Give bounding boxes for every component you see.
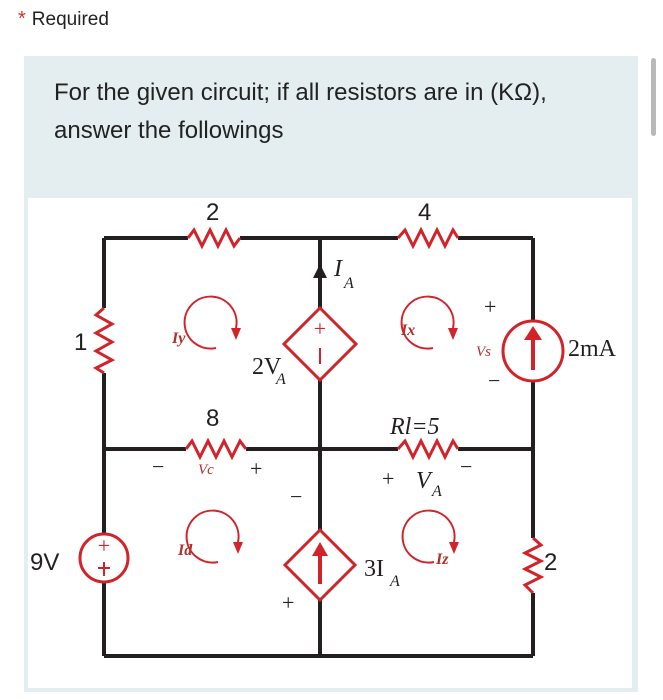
- va-subscript: A: [431, 483, 442, 500]
- mesh-label-id: Id: [177, 542, 193, 559]
- svg-text:+: +: [98, 533, 110, 558]
- required-indicator: *Required: [18, 8, 109, 31]
- mesh-arrowhead-id-icon: [233, 542, 243, 554]
- vs-minus-sign: −: [488, 368, 500, 393]
- resistor-label-bottom-right: 2: [544, 549, 557, 576]
- dep-current-plus-sign: +: [282, 590, 294, 615]
- vc-minus-sign: −: [152, 454, 164, 479]
- mesh-arrow-iy-icon: [183, 295, 238, 350]
- dep-current-minus-sign: −: [290, 484, 302, 509]
- circuit-diagram: + +: [28, 198, 632, 688]
- mesh-arrow-ix-icon: [400, 295, 455, 350]
- dependent-current-label: 3I: [364, 556, 384, 582]
- dependent-current-subscript: A: [389, 573, 400, 590]
- resistor-label-top-left: 2: [206, 199, 219, 226]
- resistor-top-right: [396, 226, 460, 250]
- resistor-label-top-right: 4: [418, 199, 431, 226]
- mesh-label-iy: Iy: [171, 330, 186, 347]
- voltage-source-label: 9V: [30, 549, 59, 576]
- resistor-bottom-right: [521, 536, 545, 595]
- vc-plus-sign: +: [250, 456, 262, 481]
- voltage-source-9v: +: [78, 532, 130, 584]
- question-card: For the given circuit; if all resistors …: [24, 56, 638, 692]
- resistor-label-left: 1: [74, 329, 87, 356]
- mesh-label-iz: Iz: [435, 551, 449, 568]
- ia-arrow-icon: [313, 264, 327, 278]
- mesh-label-ix: Ix: [400, 322, 415, 339]
- current-source-2ma: [501, 319, 565, 383]
- svg-text:+: +: [314, 316, 326, 341]
- ia-subscript: A: [343, 275, 354, 292]
- resistor-middle-left: [184, 437, 248, 461]
- mesh-arrowhead-iy-icon: [231, 328, 241, 340]
- vc-label: Vc: [198, 462, 214, 478]
- ia-label: I: [333, 256, 343, 282]
- resistor-label-middle-right: Rl=5: [389, 414, 440, 440]
- vs-plus-sign: +: [484, 294, 496, 319]
- scrollbar-thumb[interactable]: [651, 58, 656, 136]
- resistor-middle-right: [396, 437, 460, 461]
- vs-label: Vs: [476, 344, 491, 360]
- required-star: *: [18, 8, 26, 30]
- mesh-arrow-iz-icon: [401, 509, 456, 564]
- dependent-voltage-label: 2V: [252, 354, 282, 380]
- required-label: Required: [31, 9, 109, 30]
- circuit-svg: + +: [30, 199, 617, 658]
- dependent-current-source: [282, 527, 358, 603]
- question-text: For the given circuit; if all resistors …: [54, 79, 547, 144]
- mesh-arrowhead-iz-icon: [449, 542, 459, 554]
- va-label: V: [416, 468, 433, 494]
- resistor-top-left: [186, 226, 242, 250]
- current-source-label: 2mA: [568, 336, 617, 362]
- dependent-voltage-source: +: [281, 305, 359, 383]
- mesh-arrow-id-icon: [185, 509, 240, 564]
- mesh-arrowhead-ix-icon: [448, 328, 458, 340]
- va-plus-sign: +: [382, 466, 394, 491]
- resistor-left: [92, 306, 116, 375]
- va-minus-sign: −: [460, 454, 472, 479]
- resistor-label-middle-left: 8: [206, 405, 219, 432]
- dependent-voltage-subscript: A: [275, 371, 286, 388]
- circuit-wires: [102, 236, 535, 658]
